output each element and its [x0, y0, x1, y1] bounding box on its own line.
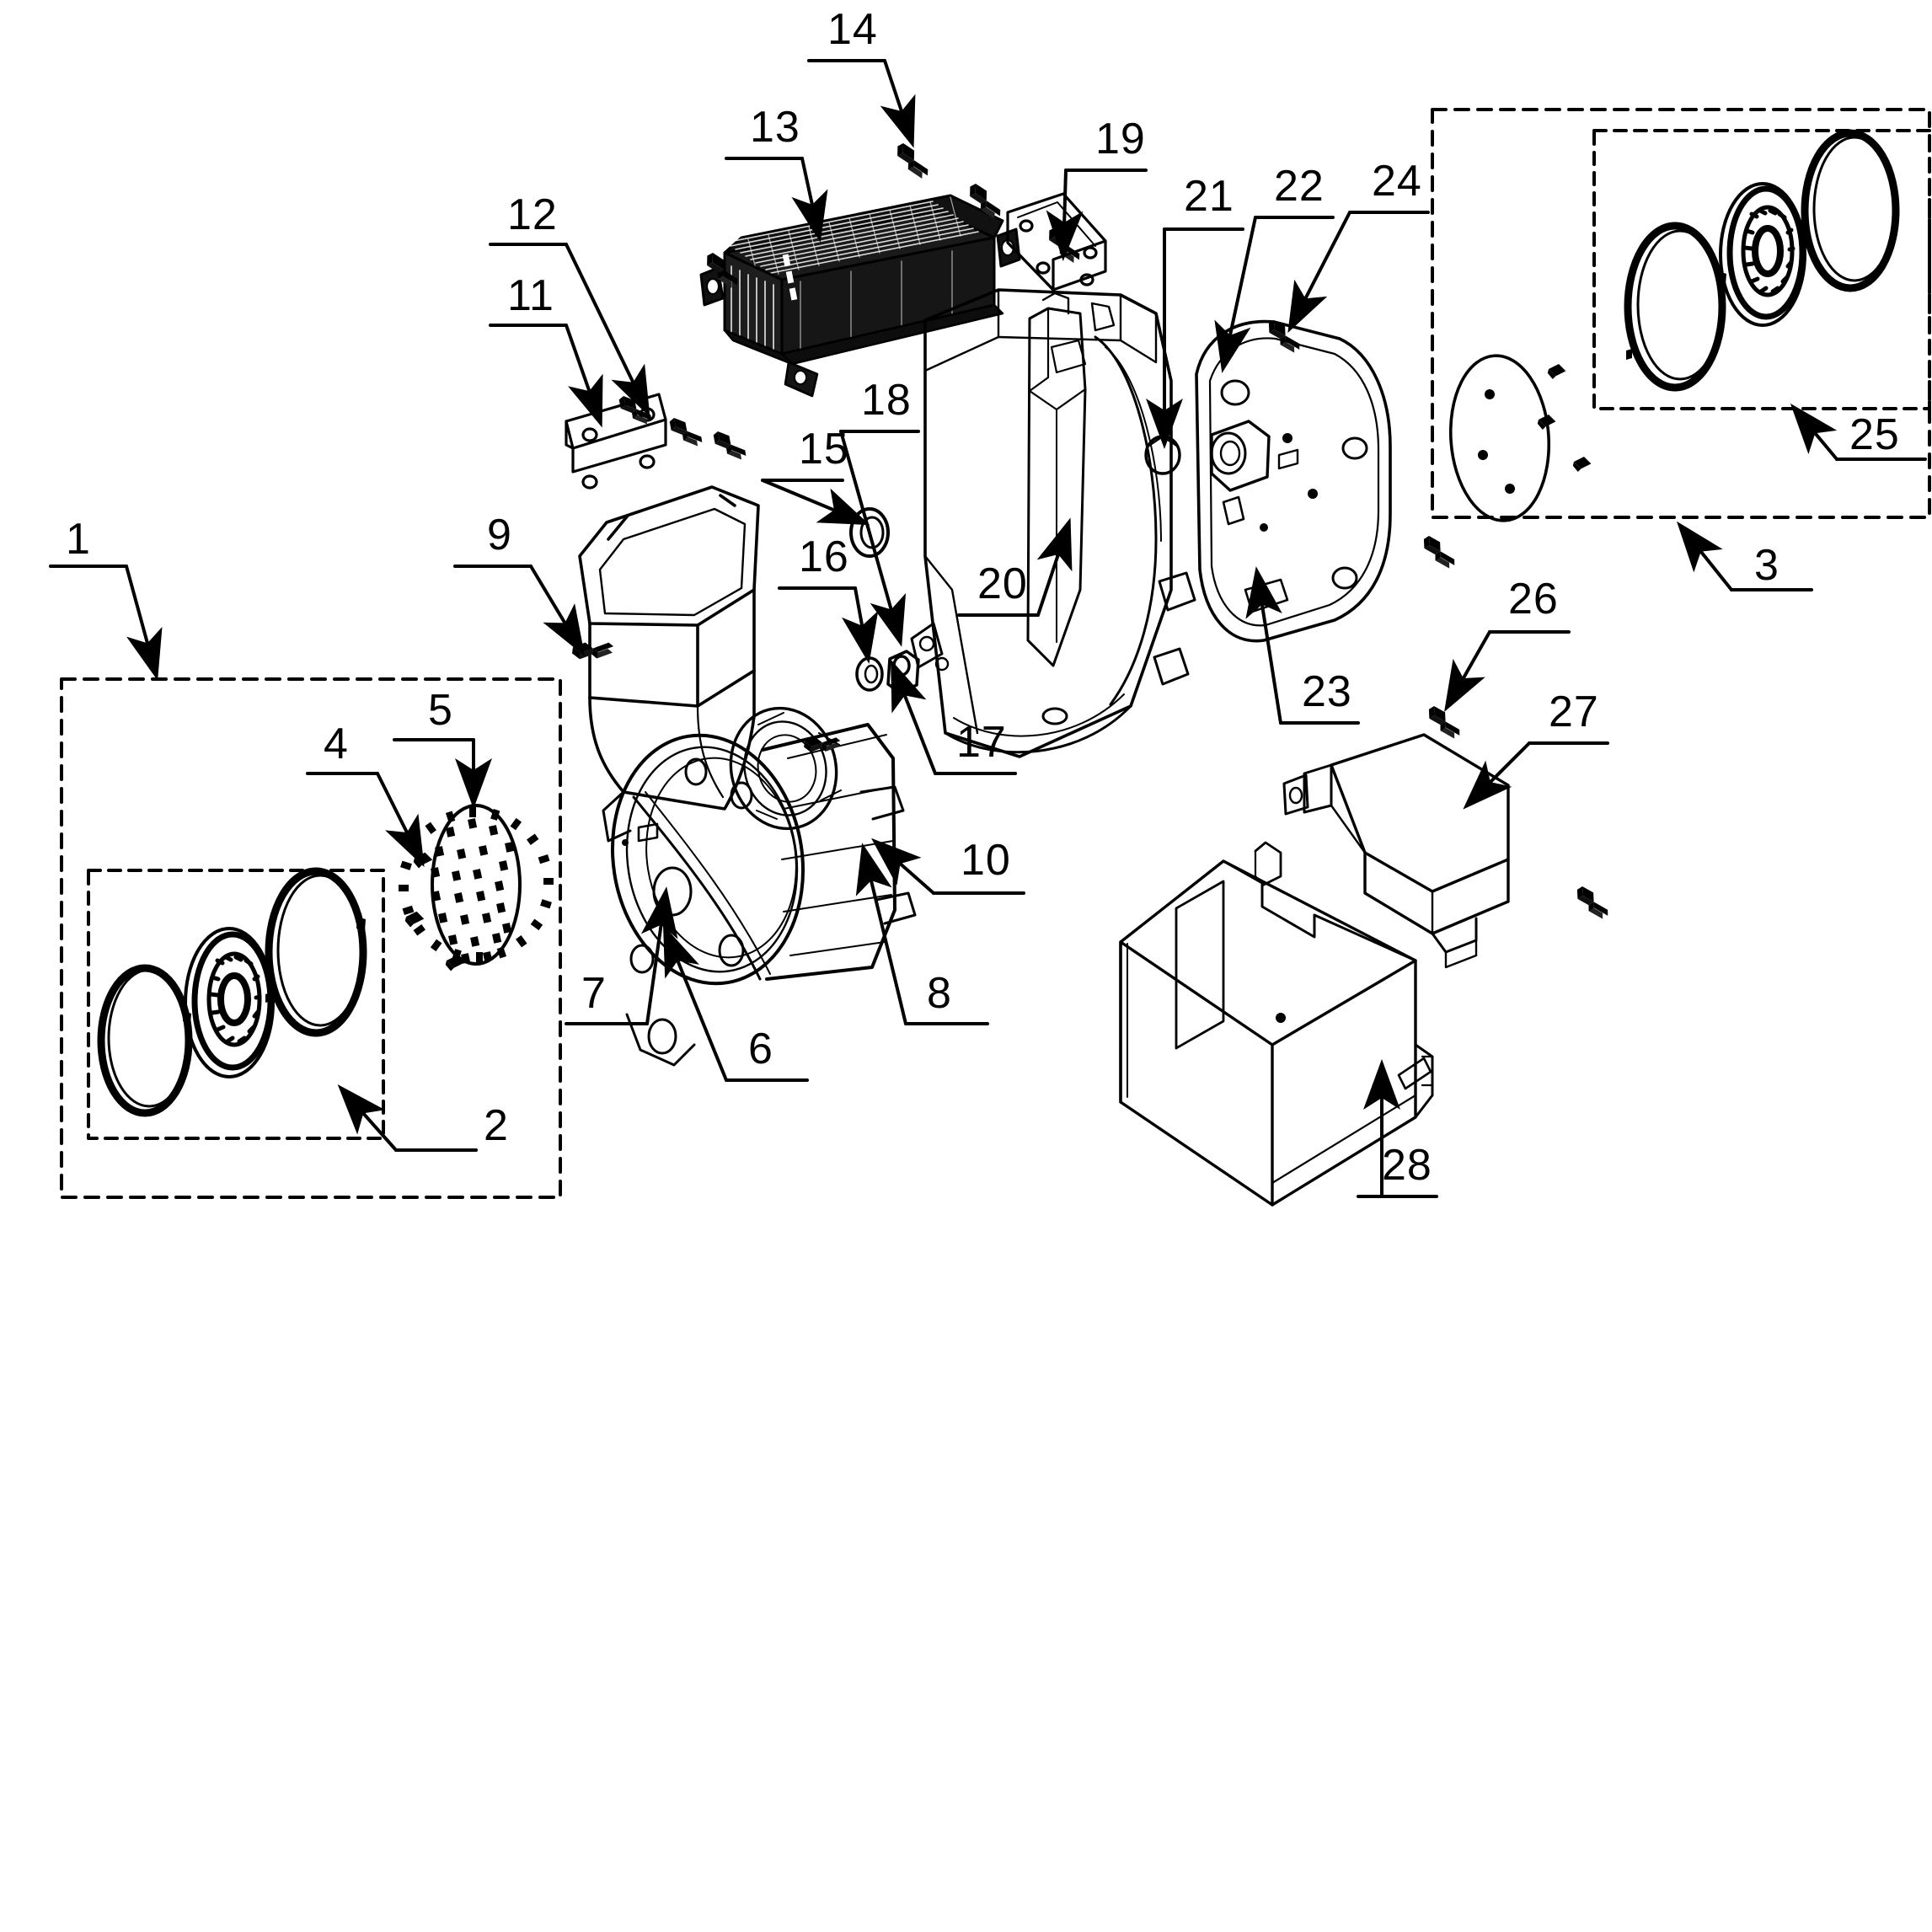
callout-leader-3 — [1677, 521, 1813, 591]
ring-seal-stack-left — [97, 867, 367, 1117]
callout-number-13: 13 — [750, 103, 800, 152]
plate-disc — [1448, 354, 1551, 522]
callout-leader-23 — [1245, 566, 1360, 725]
callout-number-21: 21 — [1184, 172, 1234, 221]
callout-number-2: 2 — [484, 1101, 509, 1150]
rear-shroud-housing — [910, 288, 1196, 758]
hex-bolt — [1420, 531, 1458, 575]
callout-leader-18 — [839, 430, 920, 647]
callout-number-15: 15 — [799, 425, 849, 474]
callout-number-22: 22 — [1274, 162, 1325, 211]
heat-exchanger-radiator-core — [699, 194, 1021, 398]
callout-number-6: 6 — [748, 1025, 773, 1073]
sheet-metal-enclosure-box — [1119, 841, 1434, 1207]
group-box-2 — [87, 869, 385, 1140]
callout-leader-22 — [1214, 216, 1335, 373]
callout-leader-4 — [306, 772, 425, 868]
group-box-25 — [1592, 129, 1931, 410]
hex-bolt — [666, 412, 705, 453]
callout-number-27: 27 — [1549, 688, 1599, 736]
callout-number-3: 3 — [1754, 541, 1779, 590]
group-box-1 — [60, 677, 562, 1199]
callout-leader-12 — [489, 243, 650, 418]
callout-leader-27 — [1463, 741, 1609, 810]
callout-number-8: 8 — [927, 969, 952, 1018]
callout-number-10: 10 — [961, 836, 1011, 885]
callout-leader-15 — [761, 479, 870, 526]
callout-leader-9 — [453, 565, 586, 656]
group-box-3 — [1431, 108, 1931, 519]
callout-leader-10 — [871, 838, 1025, 895]
callout-leader-14 — [807, 59, 916, 148]
hex-bolt-14 — [893, 138, 931, 185]
bearing-cover-plate — [1195, 319, 1392, 643]
callout-leader-1 — [49, 565, 163, 681]
callout-leader-28 — [1357, 1059, 1438, 1198]
callout-leader-11 — [489, 324, 603, 428]
callout-leader-8 — [855, 843, 989, 1025]
callout-number-7: 7 — [581, 969, 607, 1018]
callout-leader-17 — [891, 659, 1017, 775]
rivet-fastener-group-right — [1537, 364, 1592, 472]
callout-number-18: 18 — [861, 376, 912, 425]
callout-number-25: 25 — [1849, 410, 1900, 459]
hex-bolt — [709, 425, 749, 467]
callout-number-5: 5 — [428, 686, 453, 735]
callout-leader-25 — [1790, 403, 1927, 461]
callout-number-14: 14 — [827, 5, 878, 54]
callout-leader-24 — [1287, 211, 1430, 334]
callout-leader-19 — [1046, 169, 1148, 261]
callout-number-28: 28 — [1382, 1141, 1432, 1190]
callout-number-23: 23 — [1302, 667, 1352, 716]
callout-leader-26 — [1444, 630, 1571, 712]
callout-number-11: 11 — [507, 271, 554, 320]
callout-number-9: 9 — [487, 511, 512, 559]
callout-number-1: 1 — [66, 515, 91, 564]
callout-number-19: 19 — [1095, 115, 1146, 163]
hex-bolt — [1573, 881, 1611, 925]
washer-16 — [855, 656, 884, 692]
mounting-strap-bracket — [565, 393, 667, 490]
main-fan-housing — [578, 485, 917, 1067]
ring-seal-stack-right — [1624, 129, 1900, 392]
callout-leader-20 — [957, 517, 1073, 617]
perforated-screen-disc — [399, 804, 554, 966]
spacer-bushing-17 — [886, 650, 920, 694]
callout-leader-5 — [393, 738, 492, 809]
callout-number-4: 4 — [324, 720, 349, 768]
callout-number-20: 20 — [977, 559, 1028, 608]
callout-leader-7 — [565, 886, 678, 1025]
cover-bracket — [1282, 733, 1510, 969]
callout-number-17: 17 — [956, 718, 1007, 767]
callout-number-16: 16 — [799, 533, 849, 581]
callout-leader-16 — [778, 586, 879, 664]
exploded-view-drawing: 1234567891011121314151617181920212223242… — [49, 5, 1931, 1207]
angle-bracket — [1006, 192, 1107, 292]
callout-leader-13 — [725, 157, 828, 243]
callout-number-26: 26 — [1508, 575, 1559, 623]
callout-leader-6 — [662, 924, 809, 1082]
callout-leader-21 — [1146, 227, 1244, 449]
callout-number-24: 24 — [1372, 157, 1422, 206]
callout-leader-2 — [337, 1084, 478, 1152]
callout-number-12: 12 — [507, 190, 558, 239]
